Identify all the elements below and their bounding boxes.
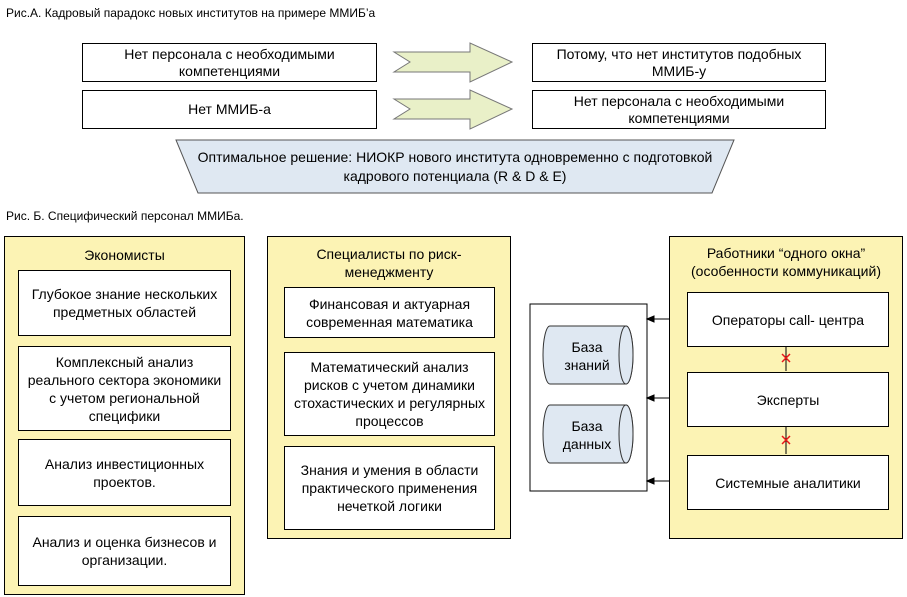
risk-panel: Специалисты по риск-менеджменту Финансов… xyxy=(267,236,511,539)
figure-a-caption: Рис.А. Кадровый парадокс новых институто… xyxy=(6,6,376,20)
figure-b-caption: Рис. Б. Специфический персонал ММИБа. xyxy=(6,209,244,223)
risk-title: Специалисты по риск-менеджменту xyxy=(316,246,462,280)
arrow-row1-icon xyxy=(392,42,514,83)
solution-trapezoid xyxy=(175,139,735,194)
economists-title: Экономисты xyxy=(84,247,165,263)
risk-item: Знания и умения в области практического … xyxy=(284,446,495,530)
knowledge-base-label: База знаний xyxy=(564,339,610,373)
data-base-label: База данных xyxy=(562,418,612,452)
economists-panel: Экономисты Глубокое знание нескольких пр… xyxy=(4,236,245,595)
row1-left-box: Нет персонала с необходимыми компетенция… xyxy=(82,43,377,82)
arrow-row2-icon xyxy=(392,89,514,130)
one-window-title: Работники “одного окна” (особенности ком… xyxy=(691,245,881,279)
risk-item: Математический анализ рисков с учетом ди… xyxy=(284,352,495,436)
solution-text: Оптимальное решение: НИОКР нового инстит… xyxy=(197,149,713,184)
economists-item: Анализ и оценка бизнесов и организации. xyxy=(18,516,231,586)
row2-left-box: Нет ММИБ-а xyxy=(82,90,377,129)
risk-item: Финансовая и актуарная современная матем… xyxy=(284,287,495,338)
database-cylinder-icon xyxy=(542,325,634,385)
database-cylinder-icon xyxy=(542,404,634,464)
economists-item: Глубокое знание нескольких предметных об… xyxy=(18,270,231,336)
economists-item: Комплексный анализ реального сектора эко… xyxy=(18,346,231,431)
one-window-panel: Работники “одного окна” (особенности ком… xyxy=(669,236,903,539)
one-window-item: Эксперты xyxy=(687,372,889,427)
one-window-item: Системные аналитики xyxy=(687,455,889,510)
economists-item: Анализ инвестиционных проектов. xyxy=(18,439,231,506)
one-window-item: Операторы call- центра xyxy=(687,292,889,347)
row2-right-box: Нет персонала с необходимыми компетенция… xyxy=(532,90,826,129)
row1-right-box: Потому, что нет институтов подобных ММИБ… xyxy=(532,43,826,82)
